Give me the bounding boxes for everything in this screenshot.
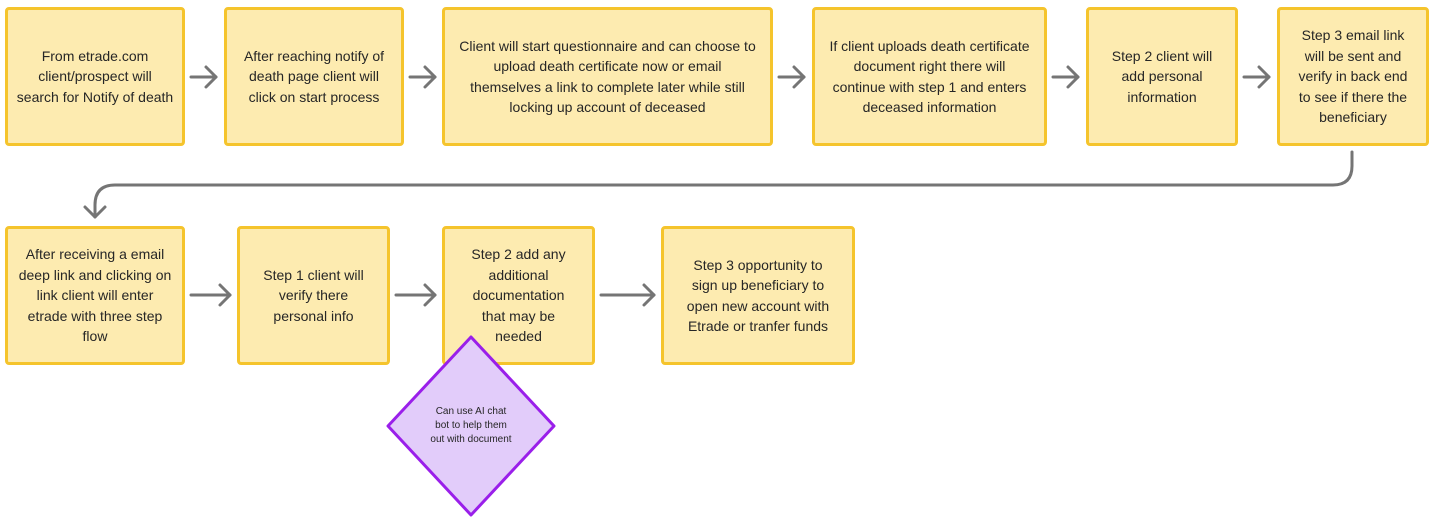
step-node-text: Step 2 client will add personal informat… [1111,47,1213,105]
step-node-text: Step 3 opportunity to sign up beneficiar… [686,256,830,335]
arrow-s1-s2 [189,65,218,89]
step-node-text: Client will start questionnaire and can … [459,37,756,116]
arrow-s8-s9 [394,283,437,307]
ai-chatbot-note-diamond: Can use AI chat bot to help them out wit… [385,335,557,517]
step-node-beneficiary-signup: Step 3 opportunity to sign up beneficiar… [661,226,855,365]
step-node-email-link-verify: Step 3 email link will be sent and verif… [1277,7,1429,146]
step-node-additional-documentation: Step 2 add any additional documentation … [442,226,595,365]
step-node-personal-information: Step 2 client will add personal informat… [1086,7,1238,146]
step-node-deep-link-entry: After receiving a email deep link and cl… [5,226,185,365]
step-node-verify-personal-info: Step 1 client will verify there personal… [237,226,390,365]
step-node-text: From etrade.com client/prospect will sea… [16,47,174,105]
step-node-search-notify: From etrade.com client/prospect will sea… [5,7,185,146]
diamond-shape [386,335,556,517]
step-node-text: After reaching notify of death page clie… [243,47,385,105]
step-node-text: Step 1 client will verify there personal… [263,266,364,324]
step-node-questionnaire: Client will start questionnaire and can … [442,7,773,146]
connector-row-wrap [83,150,1354,219]
step-node-text: After receiving a email deep link and cl… [18,246,172,345]
step-node-start-process: After reaching notify of death page clie… [224,7,404,146]
step-node-text: Step 3 email link will be sent and verif… [1298,27,1408,126]
step-node-upload-certificate: If client uploads death certificate docu… [812,7,1047,146]
step-node-text: Step 2 add any additional documentation … [471,246,566,345]
arrow-s4-s5 [1051,65,1080,89]
arrow-s3-s4 [777,65,806,89]
step-node-text: If client uploads death certificate docu… [829,37,1030,116]
arrow-s9-s10 [599,283,656,307]
arrow-s7-s8 [189,283,232,307]
arrow-s2-s3 [408,65,437,89]
arrow-s5-s6 [1242,65,1271,89]
